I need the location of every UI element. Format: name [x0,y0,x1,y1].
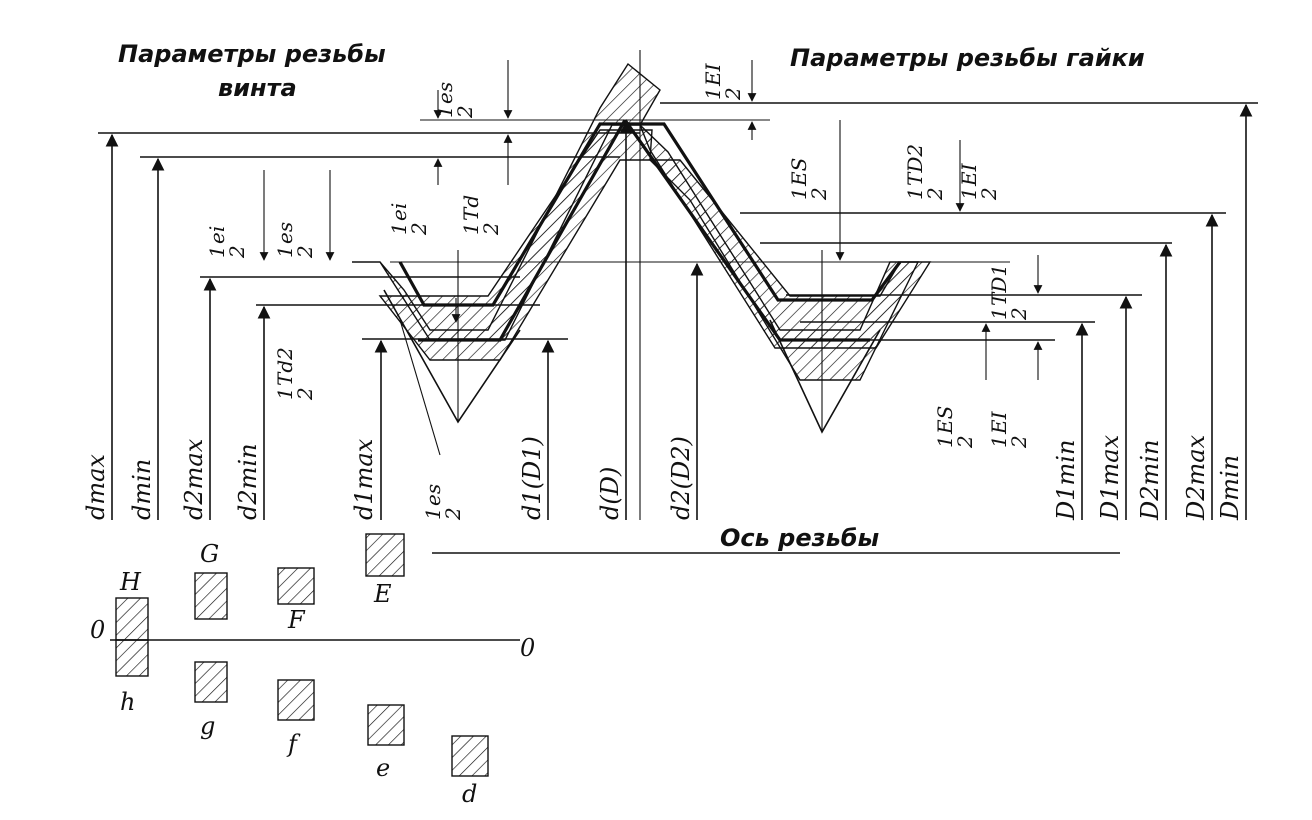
svg-text:ei: ei [387,203,411,221]
label-dD: d(D) [596,467,624,520]
es-leader [399,319,441,456]
svg-text:2: 2 [293,245,317,259]
svg-text:1: 1 [933,435,957,448]
frac-half-es-lower: 1es 2 [421,484,465,521]
svg-text:2: 2 [721,87,745,101]
svg-text:2: 2 [807,187,831,201]
svg-text:1: 1 [433,105,457,118]
svg-text:ES: ES [787,158,811,187]
frac-half-ei-left: 1ei 2 [205,226,249,259]
thread-profile-lower-left [418,119,627,342]
svg-text:TD1: TD1 [987,264,1011,306]
frac-half-EI-right: 1EI 2 [957,162,1001,201]
nut-title: Параметры резьбы гайки [790,44,1145,72]
frac-half-Td: 1Td 2 [459,195,503,236]
label-D2max: D2max [1182,434,1210,521]
label-d1max: d1max [350,438,378,520]
field-g [194,661,228,703]
zero-label-right: 0 [520,634,535,662]
field-d [451,735,489,777]
frac-half-es-left: 1es 2 [273,222,317,259]
label-F: F [287,606,306,634]
svg-text:2: 2 [1007,435,1031,449]
svg-text:2: 2 [225,245,249,259]
thread-axis-label: Ось резьбы [720,524,879,552]
svg-text:es: es [421,484,445,506]
svg-text:EI: EI [987,410,1011,435]
svg-text:2: 2 [923,187,947,201]
label-G: G [200,540,219,568]
svg-text:1: 1 [903,187,927,200]
label-D2min: D2min [1136,440,1164,521]
svg-text:Td2: Td2 [273,347,297,386]
svg-text:2: 2 [977,187,1001,201]
svg-text:1: 1 [987,307,1011,320]
label-dmax: dmax [82,454,110,520]
field-h [115,639,149,677]
zero-label-left: 0 [90,616,105,644]
label-f: f [286,730,301,758]
label-g: g [200,712,215,740]
svg-text:2: 2 [441,507,465,521]
svg-text:2: 2 [293,387,317,401]
bolt-title-line1: Параметры резьбы [118,40,386,68]
frac-half-ei: 1ei 2 [387,203,431,236]
svg-text:1: 1 [701,87,725,100]
svg-text:1: 1 [387,222,411,235]
label-d: d [462,780,477,808]
svg-text:1: 1 [459,222,483,235]
bolt-title-line2: винта [218,74,297,102]
frac-half-ES: 1ES 2 [787,158,831,201]
label-h: h [120,688,135,716]
label-dmin: dmin [128,459,156,520]
thread-profile-line [398,122,902,307]
svg-text:es: es [433,82,457,104]
svg-text:Td: Td [459,195,483,221]
svg-text:1: 1 [205,245,229,258]
label-d2min: d2min [234,443,262,520]
label-Dmin: Dmin [1216,455,1244,521]
svg-text:1: 1 [787,187,811,200]
svg-text:1: 1 [273,245,297,258]
frac-half-EI-top: 1EI 2 [701,62,745,101]
nut-profile-zone-right [648,159,920,381]
frac-half-ES-lower: 1ES 2 [933,406,977,449]
label-e: e [376,754,390,782]
svg-text:1: 1 [273,387,297,400]
svg-text:1: 1 [987,435,1011,448]
field-G [194,572,228,620]
svg-text:EI: EI [957,162,981,187]
svg-text:es: es [273,222,297,244]
label-H: H [119,568,142,596]
nut-profile-zone-left [378,129,653,361]
svg-text:2: 2 [479,222,503,236]
svg-text:EI: EI [701,62,725,87]
field-f [277,679,315,721]
field-H [115,597,149,641]
frac-half-EI-lower: 1EI 2 [987,410,1031,449]
label-d1D1: d1(D1) [518,436,546,520]
svg-text:2: 2 [1007,307,1031,321]
svg-text:TD2: TD2 [903,144,927,186]
svg-text:2: 2 [953,435,977,449]
svg-text:2: 2 [453,105,477,119]
field-F [277,567,315,605]
svg-text:ei: ei [205,226,229,244]
field-e [367,704,405,746]
label-d2max: d2max [180,438,208,520]
svg-text:2: 2 [407,222,431,236]
label-D1max: D1max [1096,434,1124,521]
label-E: E [373,580,392,608]
svg-text:ES: ES [933,406,957,435]
svg-text:1: 1 [957,187,981,200]
field-E [365,533,405,577]
label-D1min: D1min [1052,440,1080,521]
label-d2D2: d2(D2) [667,436,695,520]
frac-half-es-top: 1es 2 [433,82,477,119]
svg-text:1: 1 [421,507,445,520]
